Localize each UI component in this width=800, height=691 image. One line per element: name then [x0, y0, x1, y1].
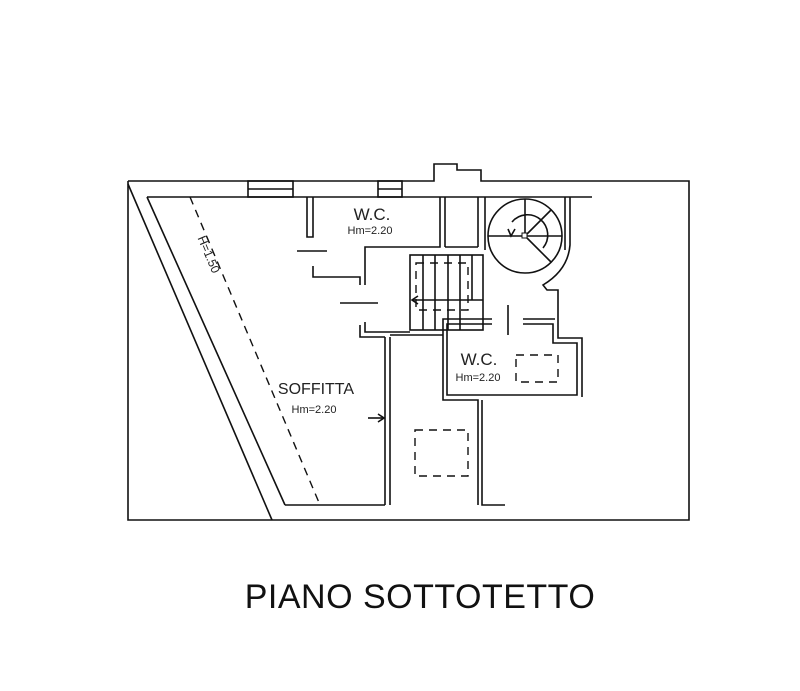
diagonal-wall-inner: [146, 196, 286, 506]
room-height-soffitta: Hm=2.20: [292, 404, 337, 416]
slope-height-label: H=1.50: [195, 234, 223, 276]
drawing-title: PIANO SOTTOTETTO: [244, 578, 596, 616]
room-name-wc-upper: W.C.: [354, 205, 391, 224]
central-room-walls: [368, 334, 469, 505]
spiral-staircase: [484, 197, 583, 397]
diagonal-wall-outer: [127, 183, 273, 521]
wc-lower-walls: [442, 305, 578, 506]
room-height-wc-upper: Hm=2.20: [348, 225, 393, 237]
room-name-wc-lower: W.C.: [461, 350, 498, 369]
window-1: [247, 180, 294, 198]
room-height-wc-lower: Hm=2.20: [456, 372, 501, 384]
outer-boundary: [127, 163, 690, 521]
wc-upper-walls: [297, 197, 479, 338]
window-2: [377, 180, 403, 198]
straight-stairs: [409, 254, 484, 331]
room-name-soffitta: SOFFITTA: [278, 381, 354, 398]
